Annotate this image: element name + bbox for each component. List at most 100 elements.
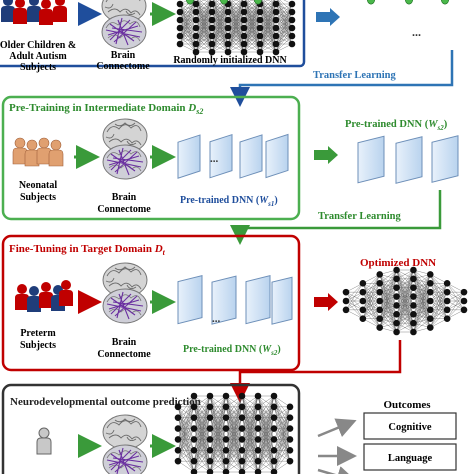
dnn3-node <box>359 306 367 314</box>
dnn1-node <box>176 8 184 16</box>
dnn1-node <box>224 32 232 40</box>
dnn3-edge <box>430 283 448 310</box>
dnn1-node <box>176 32 184 40</box>
stage3-output-arrow-body <box>314 297 328 307</box>
stage2-dnn-label: Pre-trained DNN (Ws1) <box>180 195 278 208</box>
dnn1-node <box>256 16 264 24</box>
dnn4-edge <box>193 395 211 440</box>
dnn1-node <box>240 8 248 16</box>
person-icon <box>36 427 52 455</box>
dnn4-edge <box>209 395 227 440</box>
dnn1-node <box>208 48 216 56</box>
undefined-unit <box>441 0 449 5</box>
dnn1-edge <box>195 19 213 53</box>
dnn3-edge <box>362 300 380 319</box>
dnn4-node <box>270 446 278 454</box>
dnn4-node <box>174 446 182 454</box>
dnn3-node <box>376 279 384 287</box>
dnn1-node <box>208 32 216 40</box>
dnn1-node <box>192 0 200 8</box>
dnn3-edge <box>345 283 364 310</box>
dnn4-node <box>206 436 214 443</box>
dnn3-node <box>443 315 451 323</box>
dnn1-edge <box>275 3 293 29</box>
dnn3-node <box>426 324 434 331</box>
dnn1-edge <box>195 35 213 53</box>
dnn1-edge <box>259 19 277 53</box>
dnn1-node <box>288 40 296 48</box>
dnn1-edge <box>179 27 197 45</box>
dnn4-node <box>190 414 198 422</box>
stage1-group: Older Children & Adult Autism Subjects B… <box>0 0 306 73</box>
dnn3-edge <box>447 300 465 319</box>
dnn3-edge <box>379 269 397 293</box>
dnn4-edge <box>257 450 275 473</box>
dnn1-edge <box>211 35 229 53</box>
dnn4-node <box>238 436 246 443</box>
dnn1-node <box>176 16 184 24</box>
dnn1-node <box>272 24 280 32</box>
dnn1-edge <box>227 27 245 53</box>
stage1-subjects-line2: Adult Autism <box>9 51 67 62</box>
dnn1-node <box>192 48 200 56</box>
dnn3-node <box>410 275 417 283</box>
dnn4-node <box>206 446 214 454</box>
preterm-subjects-icon <box>15 280 73 312</box>
dnn4-node <box>254 414 262 422</box>
dnn4-edge <box>225 395 243 440</box>
transfer-path-2 <box>230 190 442 245</box>
dnn3-node <box>393 319 400 327</box>
dnn3-node <box>426 297 434 305</box>
dnn4-node <box>222 425 230 432</box>
stage3-box <box>1 234 301 372</box>
dnn4-node <box>270 392 278 400</box>
dnn4-edge <box>273 428 291 473</box>
dnn1-edge <box>259 0 275 29</box>
dnn1-edge <box>275 19 293 53</box>
undefined-unit <box>405 0 413 5</box>
dnn1-edge <box>227 0 243 29</box>
stage3-subjects-line2: Subjects <box>20 340 56 351</box>
dnn4-edge <box>193 450 211 473</box>
stage2-dnn-dots: ... <box>210 153 219 165</box>
dnn1-node <box>288 32 296 40</box>
neonatal-subjects-icon <box>12 137 64 167</box>
dnn4-node <box>286 425 294 432</box>
dnn3-node <box>393 302 400 309</box>
dnn4-edge <box>273 439 291 473</box>
dnn4-node <box>190 468 198 474</box>
dnn1-node <box>272 8 280 16</box>
stage2-output-label: Pre-trained DNN (Ws2) <box>345 119 448 132</box>
dnn4-edge <box>225 428 243 473</box>
dnn1-node <box>224 16 232 24</box>
dnn4-node <box>254 392 262 400</box>
dnn1-edge <box>195 0 209 13</box>
dnn3-edge <box>430 283 448 328</box>
dnn3-edge <box>446 292 465 319</box>
dnn1-node <box>256 48 264 56</box>
dnn1-edge <box>179 11 197 45</box>
stage1-subjects-line1: Older Children & <box>0 40 76 51</box>
stage3-brain-line1: Brain <box>112 337 137 348</box>
dnn1-node <box>224 48 232 56</box>
dnn1-node <box>176 0 184 8</box>
dnn4-node <box>238 414 246 422</box>
dnn1-node <box>176 40 184 48</box>
dnn3-node <box>410 266 417 274</box>
dnn3-node <box>426 315 434 323</box>
outcome-box-cognitive <box>363 412 457 440</box>
dnn4-node <box>174 436 182 443</box>
dnn3-edge <box>362 274 380 310</box>
dnn3-edge <box>430 309 448 328</box>
stage3-brain-line2: Connectome <box>97 349 151 360</box>
dnn3-edge <box>413 318 431 333</box>
dnn3-edge <box>430 300 448 328</box>
connectome-brain-icon <box>102 288 148 324</box>
dnn4-node <box>222 457 230 465</box>
dnn3-edge <box>413 300 431 333</box>
dnn4-node <box>270 425 278 432</box>
dnn4-node <box>238 425 246 432</box>
dnn3-node <box>393 266 400 274</box>
dnn4-edge <box>257 395 275 418</box>
dnn3-edge <box>413 274 431 297</box>
